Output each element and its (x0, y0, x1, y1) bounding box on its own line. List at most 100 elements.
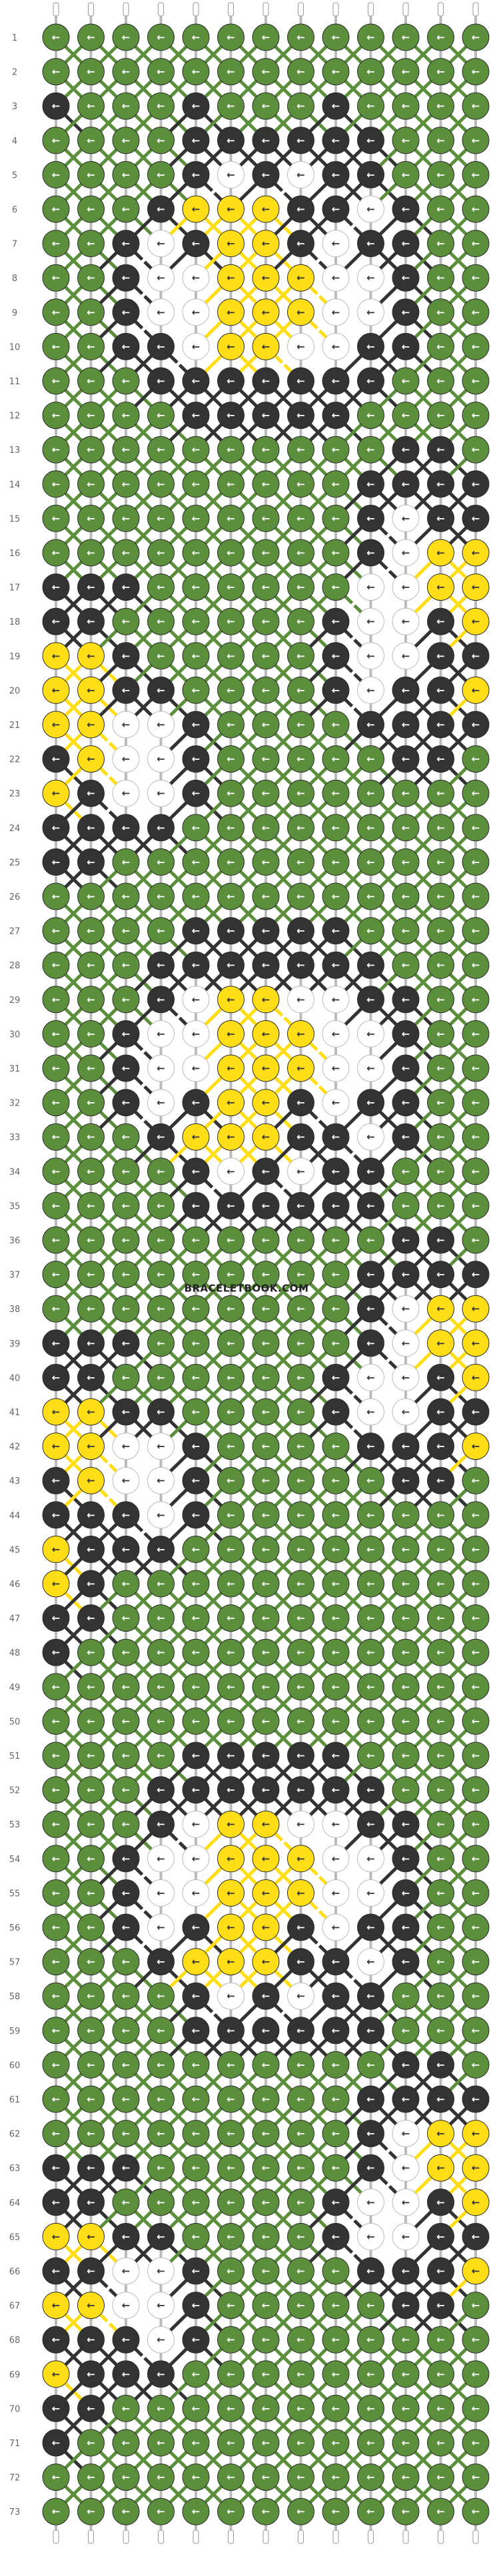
knot: ← (392, 1123, 420, 1151)
knot-circle (392, 92, 420, 120)
knot-circle (427, 814, 454, 842)
knot-circle (217, 127, 245, 155)
knot: ← (112, 1501, 140, 1529)
knot-circle (42, 882, 70, 910)
knot: ← (182, 1879, 210, 1907)
knot-circle (462, 1329, 490, 1357)
row-number-left: 15 (9, 514, 21, 524)
knot-circle (147, 92, 175, 120)
arrow-left-icon: ← (366, 410, 375, 422)
knot-circle (357, 2497, 384, 2525)
knot-circle (77, 367, 105, 395)
arrow-left-icon: ← (192, 1715, 201, 1727)
arrow-left-icon: ← (296, 684, 305, 696)
knot-circle (42, 1501, 70, 1529)
arrow-left-icon: ← (436, 1853, 445, 1865)
row-number-left: 55 (9, 1889, 21, 1899)
knot-circle (77, 676, 105, 704)
knot-circle (357, 2394, 384, 2422)
knot: ← (182, 642, 210, 670)
row-number-left: 71 (9, 2439, 21, 2449)
arrow-left-icon: ← (296, 2128, 305, 2140)
arrow-left-icon: ← (296, 375, 305, 387)
knot-circle (147, 2292, 175, 2320)
arrow-left-icon: ← (157, 1441, 165, 1452)
knot-circle (392, 2326, 420, 2354)
knot: ← (322, 264, 350, 292)
arrow-left-icon: ← (366, 1131, 375, 1143)
knot-circle (182, 1948, 210, 1976)
knot-circle (42, 2292, 70, 2320)
arrow-left-icon: ← (157, 272, 165, 284)
knot: ← (427, 1913, 454, 1941)
knot-circle (77, 2257, 105, 2285)
arrow-left-icon: ← (436, 2368, 445, 2380)
arrow-left-icon: ← (87, 684, 95, 696)
arrow-left-icon: ← (157, 994, 165, 1006)
arrow-left-icon: ← (87, 581, 95, 593)
knot: ← (322, 2051, 350, 2079)
knot: ← (147, 1742, 175, 1770)
knot: ← (462, 1982, 490, 2010)
arrow-left-icon: ← (227, 272, 235, 284)
knot-circle (147, 573, 175, 601)
arrow-left-icon: ← (52, 1474, 61, 1486)
row-number-left: 12 (9, 412, 21, 422)
knot: ← (252, 539, 280, 567)
knot: ← (357, 1776, 384, 1804)
arrow-left-icon: ← (366, 478, 375, 490)
knot-circle (182, 2154, 210, 2182)
knot: ← (357, 917, 384, 945)
knot-circle (147, 2257, 175, 2285)
knot-circle (322, 1776, 350, 1804)
arrow-left-icon: ← (472, 719, 480, 731)
knot: ← (427, 264, 454, 292)
knot-circle (112, 436, 140, 464)
arrow-left-icon: ← (366, 925, 375, 937)
arrow-left-icon: ← (472, 306, 480, 318)
knot-circle (287, 2154, 314, 2182)
knot: ← (392, 161, 420, 188)
arrow-left-icon: ← (227, 1818, 235, 1830)
knot-circle (112, 92, 140, 120)
knot: ← (462, 367, 490, 395)
arrow-left-icon: ← (366, 1269, 375, 1281)
arrow-left-icon: ← (436, 2334, 445, 2346)
knot: ← (147, 1879, 175, 1907)
row-number-left: 10 (9, 342, 21, 352)
knot-circle (287, 1776, 314, 1804)
knot: ← (287, 1157, 314, 1185)
knot: ← (287, 58, 314, 86)
knot: ← (322, 1501, 350, 1529)
knot: ← (322, 2154, 350, 2182)
knot: ← (217, 848, 245, 876)
knot: ← (42, 1466, 70, 1494)
knot: ← (357, 1845, 384, 1873)
knot: ← (287, 92, 314, 120)
knot: ← (287, 1089, 314, 1117)
arrow-left-icon: ← (87, 856, 95, 868)
knot: ← (77, 1913, 105, 1941)
string-end-top (88, 2, 94, 17)
arrow-left-icon: ← (472, 615, 480, 627)
row-number-left: 69 (9, 2370, 21, 2380)
arrow-left-icon: ← (402, 272, 410, 284)
knot: ← (112, 917, 140, 945)
knot-circle (77, 1123, 105, 1151)
knot-circle (427, 882, 454, 910)
arrow-left-icon: ← (402, 787, 410, 799)
arrow-left-icon: ← (122, 1371, 131, 1383)
knot-circle (217, 1982, 245, 2010)
knot-circle (287, 298, 314, 326)
knot: ← (42, 1261, 70, 1289)
knot-circle (42, 1604, 70, 1632)
knot: ← (252, 1433, 280, 1460)
knot-circle (392, 848, 420, 876)
knot: ← (112, 1982, 140, 2010)
arrow-left-icon: ← (262, 1269, 270, 1281)
knot: ← (147, 58, 175, 86)
knot: ← (357, 1261, 384, 1289)
knot: ← (147, 711, 175, 739)
knot: ← (182, 1845, 210, 1873)
knot-circle (427, 2222, 454, 2250)
